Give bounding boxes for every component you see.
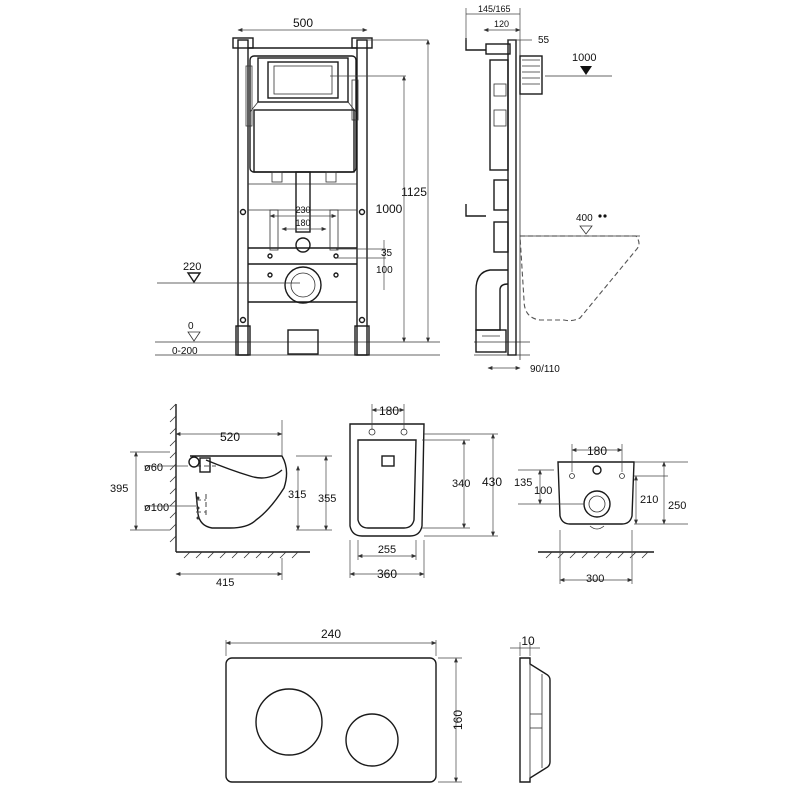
dim-120: 120	[494, 19, 509, 29]
dim-135: 135	[514, 477, 532, 489]
dim-300: 300	[586, 573, 604, 585]
dim-360: 360	[377, 567, 397, 581]
flush-plate-side: 10	[510, 634, 551, 783]
dim-d60: ø60	[144, 462, 163, 474]
dim-415: 415	[216, 577, 234, 589]
dim-210: 210	[640, 494, 658, 506]
level-220: 220	[183, 261, 201, 273]
level-1000: 1000	[572, 52, 596, 64]
dim-back-180: 180	[587, 444, 607, 458]
dim-100: 100	[376, 265, 393, 276]
dim-frame-height-total: 1125	[401, 185, 427, 199]
flush-plate-front: 240 160	[225, 627, 465, 783]
dim-315: 315	[288, 489, 306, 501]
dim-plate-240: 240	[321, 627, 341, 641]
dim-back-100: 100	[534, 485, 552, 497]
dim-frame-width: 500	[293, 16, 313, 30]
dim-90-110: 90/110	[530, 364, 560, 375]
dim-55: 55	[538, 35, 550, 46]
frame-front-view: 500 1125 1000 230 180 35 100 220 0 0-200	[155, 16, 440, 357]
dim-plate-10: 10	[521, 634, 535, 648]
level-400: 400	[576, 213, 593, 224]
dim-145-165: 145/165	[478, 4, 511, 14]
dim-355: 355	[318, 493, 336, 505]
bowl-back-view: 180 135 100 210 250 300	[514, 444, 688, 585]
dim-340: 340	[452, 478, 470, 490]
dim-430: 430	[482, 475, 502, 489]
dim-180: 180	[295, 218, 310, 228]
dim-35: 35	[381, 248, 393, 259]
dim-255: 255	[378, 544, 396, 556]
frame-side-view: 145/165 120 55 1000 90/110 400	[465, 4, 640, 375]
bowl-side-view: 520 395 ø60 ø100 315 355 415	[110, 403, 336, 589]
dim-520: 520	[220, 430, 240, 444]
dim-395: 395	[110, 483, 128, 495]
level-range: 0-200	[172, 346, 198, 357]
dim-frame-height-1000: 1000	[376, 202, 403, 216]
level-0: 0	[188, 321, 194, 332]
bowl-top-view: 180 340 430 255 360	[349, 404, 502, 581]
dim-plate-160: 160	[451, 710, 465, 730]
dim-230: 230	[295, 205, 310, 215]
dim-d100: ø100	[144, 502, 169, 514]
dim-top-180: 180	[379, 404, 399, 418]
dim-250: 250	[668, 500, 686, 512]
